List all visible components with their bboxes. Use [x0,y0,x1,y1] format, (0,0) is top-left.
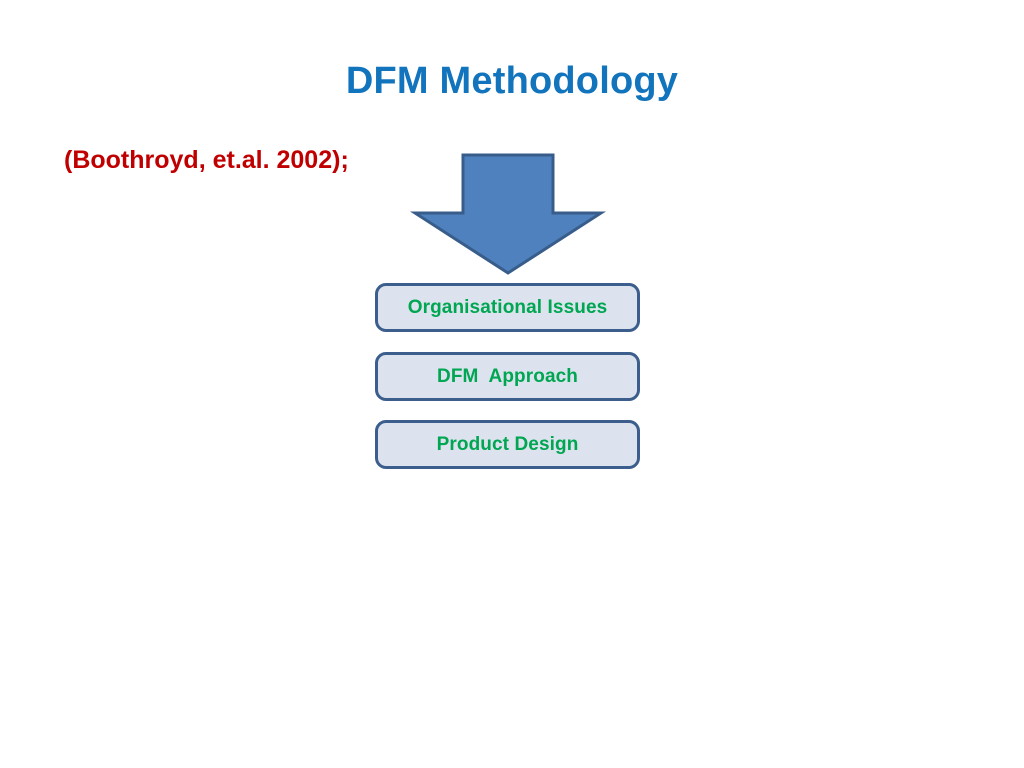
down-arrow-icon [410,152,606,278]
process-box-organisational-issues[interactable]: Organisational Issues [375,283,640,332]
citation-text: (Boothroyd, et.al. 2002); [64,146,349,174]
process-box-label: Organisational Issues [407,296,608,318]
process-box-product-design[interactable]: Product Design [375,420,640,469]
page-title: DFM Methodology [345,60,679,102]
process-box-label: Product Design [436,433,579,455]
process-box-label: DFM Approach [437,365,578,387]
process-box-dfm-approach[interactable]: DFM Approach [375,352,640,401]
